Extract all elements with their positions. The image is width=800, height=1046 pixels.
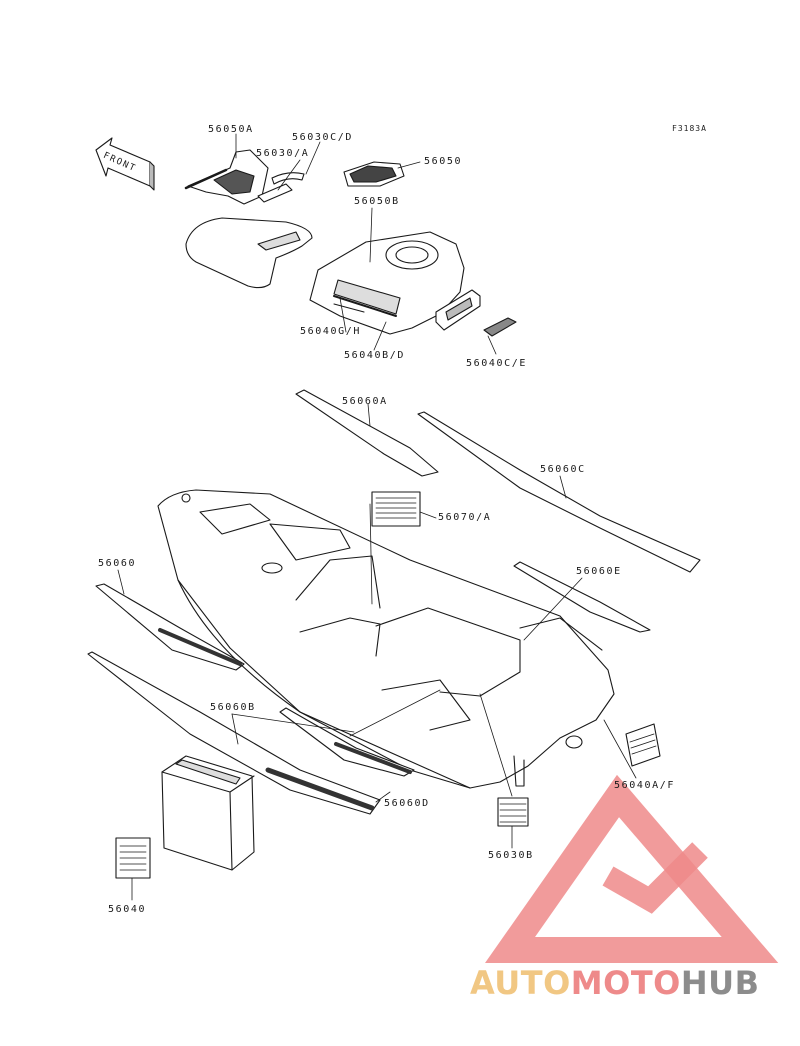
watermark-part-moto: MOTO [570,964,681,1002]
callout-56060B: 56060B [210,702,256,713]
seat-cover [185,217,313,289]
callout-56060A: 56060A [342,396,388,407]
warning-label [371,491,421,527]
figure-id: F3183A [672,124,707,133]
callout-56030B: 56030B [488,850,534,861]
hull-body [157,489,615,789]
stripe-decal-a [295,389,439,477]
watermark-part-auto: AUTO [470,964,571,1002]
side-stripe-decal-b [87,651,381,815]
callout-56060: 56060 [98,558,137,569]
side-vent-decal [435,289,517,337]
callout-56070-A: 56070/A [438,512,492,523]
hull-label-b [497,797,529,827]
curved-trim-decal [271,172,305,185]
callout-56040B-D: 56040B/D [344,350,405,361]
logo-decal [343,161,405,187]
callout-56060C: 56060C [540,464,586,475]
callout-56040: 56040 [108,904,147,915]
stripe-decal-d [279,707,415,777]
seat-emblem-decal [184,149,269,205]
callout-56050B: 56050B [354,196,400,207]
watermark-logo-icon [485,774,779,963]
stripe-decal-c [417,411,701,573]
side-stripe-decal [95,583,245,671]
watermark-text: AUTOMOTOHUB [470,964,760,1002]
battery-label [115,837,151,879]
callout-56040A-F: 56040A/F [614,780,675,791]
callout-56050A: 56050A [208,124,254,135]
small-strip-decal [257,183,293,203]
watermark-part-hub: HUB [680,964,760,1002]
hull-label-af [625,723,661,767]
callout-56060E: 56060E [576,566,622,577]
callout-56030C-D: 56030C/D [292,132,353,143]
callout-56050: 56050 [424,156,463,167]
callout-56040C-E: 56040C/E [466,358,527,369]
battery [161,755,255,871]
leader-lines [117,133,637,901]
stripe-decal-e [513,561,651,633]
callout-56060D: 56060D [384,798,430,809]
front-arrow-icon [95,137,155,191]
callout-56040G-H: 56040G/H [300,326,361,337]
callout-56030-A: 56030/A [256,148,310,159]
